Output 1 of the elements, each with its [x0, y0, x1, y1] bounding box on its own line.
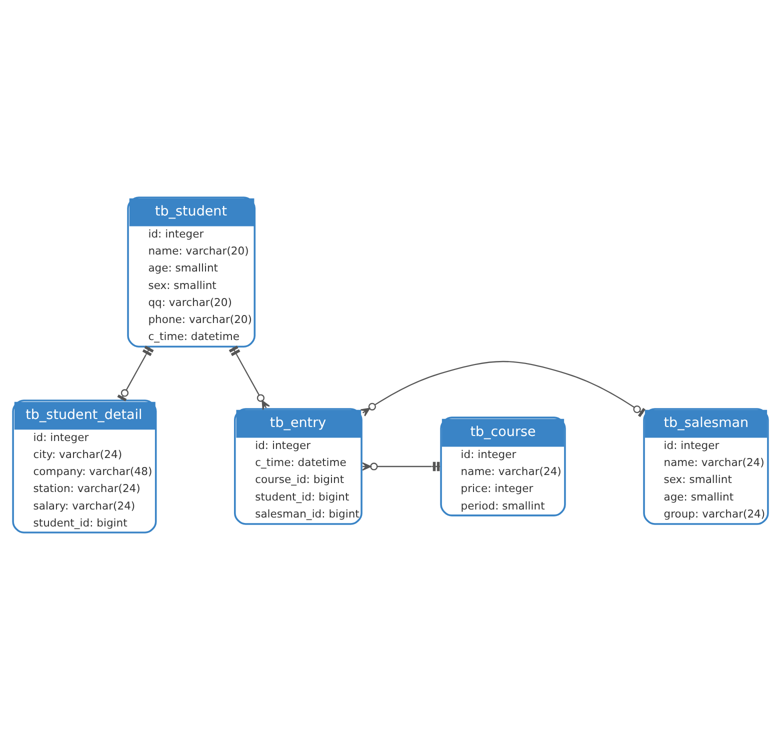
connector	[228, 345, 270, 410]
